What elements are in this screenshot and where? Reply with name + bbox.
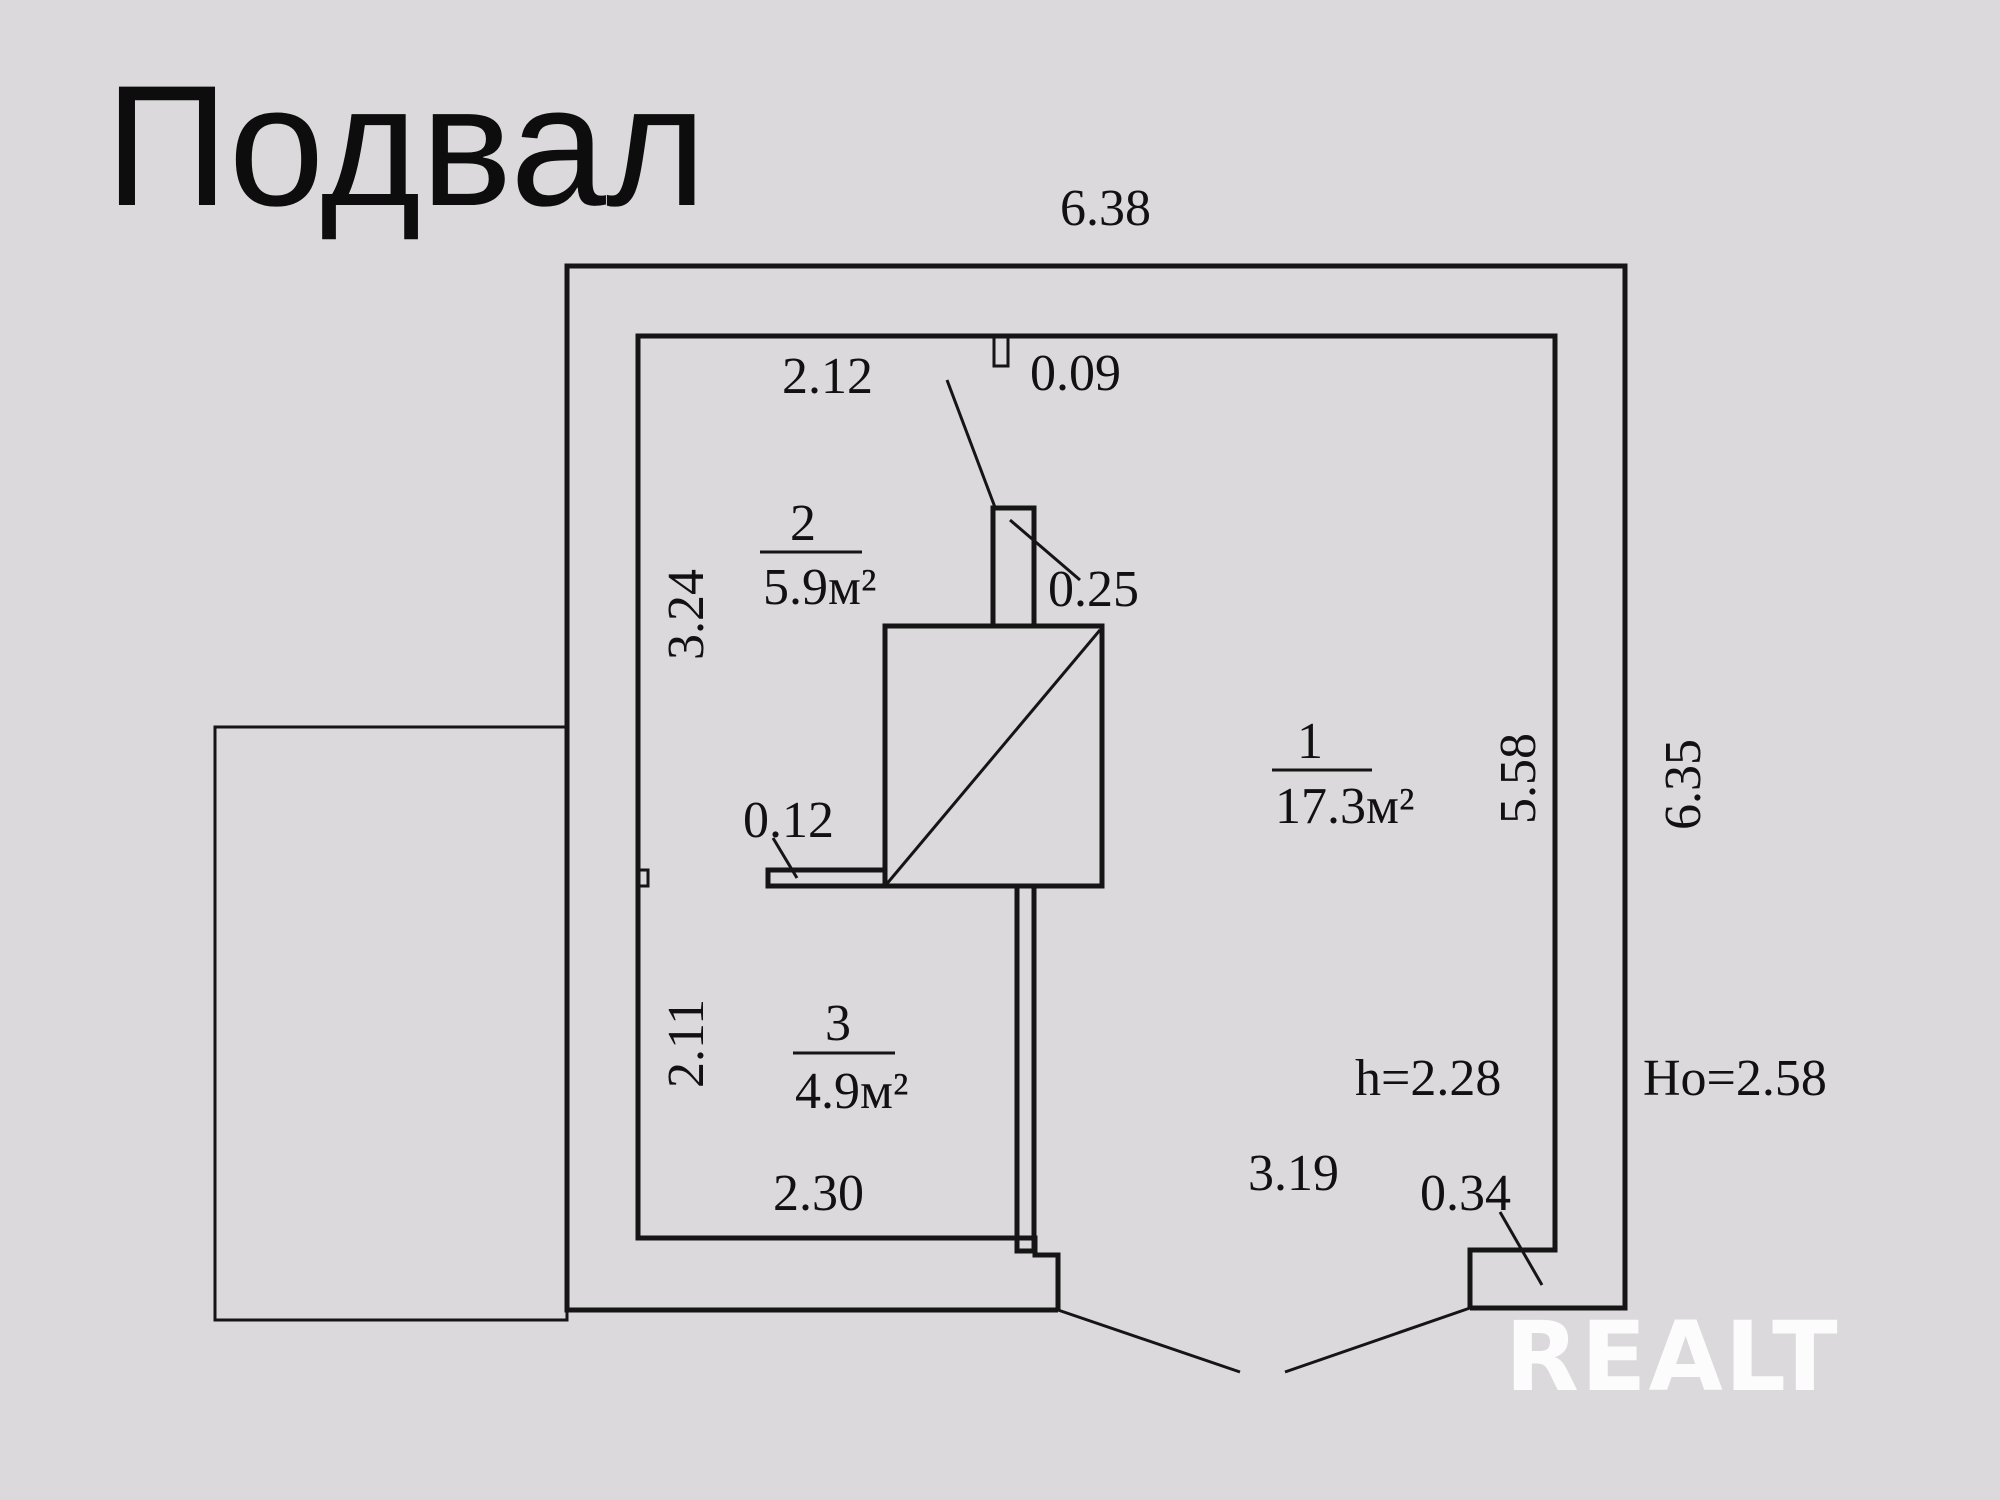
dim-room3-width: 2.30 xyxy=(773,1165,864,1222)
room-area: 17.3м² xyxy=(1275,778,1415,835)
page-title: Подвал xyxy=(105,50,707,242)
dim-room2-top: 2.12 xyxy=(782,348,873,405)
room-label-1: 1 17.3м² xyxy=(1272,713,1415,835)
room-label-2: 2 5.9м² xyxy=(760,495,877,616)
room-label-3: 3 4.9м² xyxy=(793,995,909,1120)
dim-room3-height: 2.11 xyxy=(658,999,715,1088)
room-number: 2 xyxy=(790,495,816,552)
outer-wall xyxy=(564,263,1628,1313)
leader-2-12 xyxy=(945,379,998,511)
inner-wall xyxy=(635,333,1558,1310)
wall-mark xyxy=(636,868,650,888)
dim-room1-height: 5.58 xyxy=(1490,733,1547,824)
room-number: 3 xyxy=(825,995,851,1052)
dim-niche: 0.09 xyxy=(1030,345,1121,402)
dim-room1-width: 3.19 xyxy=(1248,1145,1339,1202)
dim-outer-height: 6.35 xyxy=(1655,739,1712,830)
dim-partition-top: 0.25 xyxy=(1048,561,1139,618)
annex-outline xyxy=(213,725,569,1322)
watermark-logo: REALT xyxy=(1505,1301,1840,1413)
dim-partition-mid: 0.12 xyxy=(743,792,834,849)
dim-corner: 0.34 xyxy=(1420,1165,1511,1222)
room-number: 1 xyxy=(1297,713,1323,770)
leader-0-12 xyxy=(771,837,799,879)
wall-niche xyxy=(992,334,1010,368)
stair-block xyxy=(882,623,1105,889)
outer-height: Ho=2.58 xyxy=(1643,1050,1827,1107)
door-leaf-left xyxy=(1057,1308,1241,1374)
leader-0-25 xyxy=(1009,518,1081,582)
room-area: 4.9м² xyxy=(795,1063,909,1120)
upper-partition xyxy=(990,505,1037,629)
dim-outer-width: 6.38 xyxy=(1060,180,1151,237)
room-area: 5.9м² xyxy=(763,559,877,616)
dim-room2-height: 3.24 xyxy=(658,569,715,660)
leader-0-34 xyxy=(1498,1211,1544,1286)
ceiling-height: h=2.28 xyxy=(1355,1050,1501,1107)
shelf-partition xyxy=(765,867,888,889)
stair-diagonal xyxy=(883,629,1102,887)
lower-partition xyxy=(1014,883,1037,1254)
door-leaf-right xyxy=(1284,1306,1471,1374)
